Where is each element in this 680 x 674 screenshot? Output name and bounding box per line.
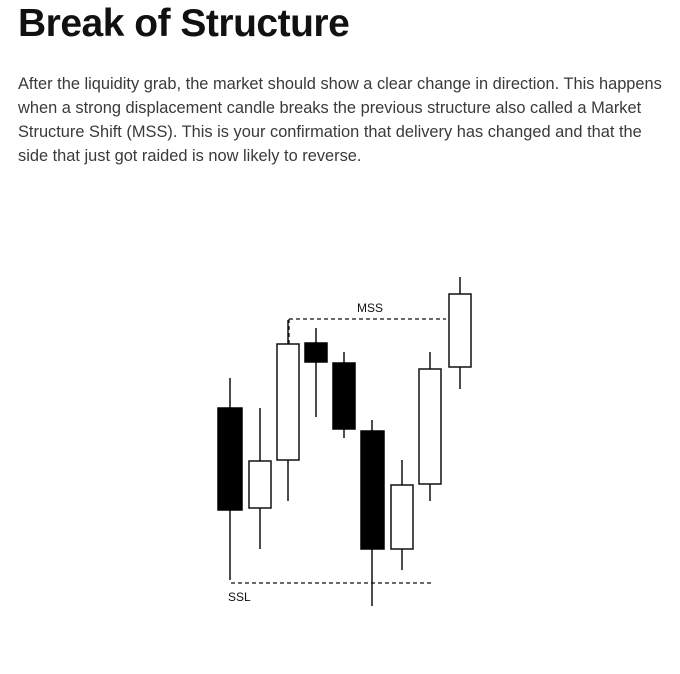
candle-2-bullish xyxy=(248,408,272,549)
candle-5-bearish xyxy=(332,352,356,438)
candle-6-bearish xyxy=(360,420,385,606)
mss-label: MSS xyxy=(357,301,383,315)
candle-1-bearish xyxy=(217,378,243,580)
candle-4-bearish xyxy=(304,328,328,417)
page-title: Break of Structure xyxy=(18,2,350,45)
ssl-label: SSL xyxy=(228,590,251,604)
candle-9-bullish xyxy=(448,277,472,389)
candle-8-bullish xyxy=(418,352,442,501)
explanation-paragraph: After the liquidity grab, the market sho… xyxy=(18,75,662,165)
candle-7-bullish xyxy=(390,460,414,570)
candle-3-bullish xyxy=(276,320,300,501)
